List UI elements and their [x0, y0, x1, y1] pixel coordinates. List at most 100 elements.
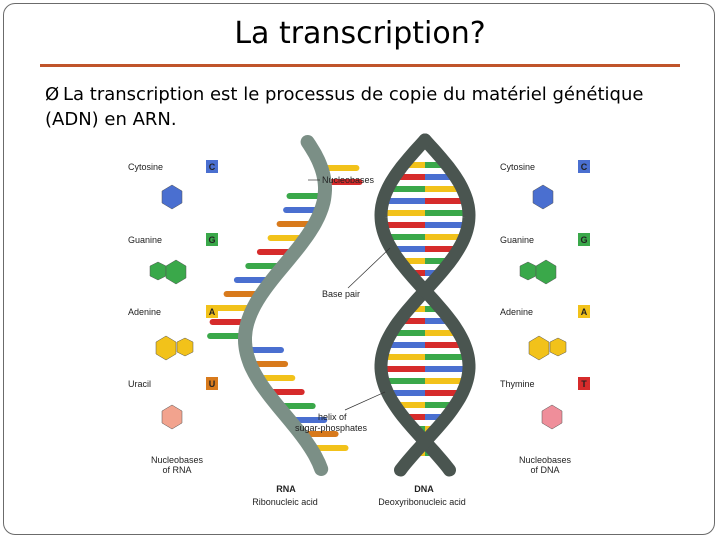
dna-base-half [425, 402, 456, 408]
dna-base-half [425, 318, 451, 324]
dna-base-half [381, 210, 425, 216]
left-item-letter-box [206, 160, 218, 173]
right-item-letter-box [578, 377, 590, 390]
dna-base-half [425, 414, 447, 420]
dna-base-half [425, 198, 467, 204]
callout-line [347, 247, 391, 289]
title-rule [40, 64, 680, 67]
right-item-letter-box [578, 305, 590, 318]
dna-backbone-strand [374, 133, 476, 477]
left-item-cytosine: Cytosine C [128, 160, 218, 210]
right-item-letter-box [578, 160, 590, 173]
dna-base-half [425, 222, 469, 228]
dna-base-half [391, 246, 425, 252]
adenine-ring-icon [155, 335, 177, 361]
dna-base-half [385, 234, 425, 240]
dna-base-half [425, 210, 469, 216]
rna-nucleobase [283, 207, 322, 213]
dna-double-helix [374, 133, 476, 477]
left-item-letter-box [206, 233, 218, 246]
base-pair-label: Base pair [322, 289, 360, 299]
rna-nucleobase [223, 291, 262, 297]
left-item-name: Guanine [128, 235, 162, 245]
nucleobases-label: Nucleobases [322, 175, 375, 185]
left-item-letter: G [208, 235, 215, 245]
dna-base-half [391, 330, 425, 336]
right-nucleobase-panel: Cytosine C Guanine G Adenine A Thymine T… [500, 160, 590, 475]
dna-subtitle: Deoxyribonucleic acid [378, 497, 466, 507]
left-item-name: Adenine [128, 307, 161, 317]
dna-backbone-strand [374, 133, 476, 477]
uracil-molecule-icon [161, 404, 183, 430]
callouts: Nucleobases Base pair helix of sugar-pho… [295, 175, 391, 433]
dna-base-pairs [381, 162, 469, 456]
rna-backbone [238, 135, 332, 476]
dna-base-half [425, 330, 459, 336]
adenine-ring-icon [549, 337, 567, 357]
dna-base-half [425, 174, 456, 180]
left-item-letter: U [209, 379, 216, 389]
dna-base-half [394, 402, 425, 408]
dna-base-half [425, 162, 447, 168]
left-item-letter-box [206, 305, 218, 318]
rna-nucleobase [209, 319, 248, 325]
adenine-ring-icon [176, 337, 194, 357]
dna-base-half [394, 174, 425, 180]
right-item-guanine: Guanine G [500, 233, 590, 285]
guanine-ring-icon [519, 261, 537, 281]
rna-sugar-phosphate-helix [238, 135, 332, 476]
right-item-cytosine: Cytosine C [500, 160, 590, 210]
left-item-guanine: Guanine G [128, 233, 218, 285]
guanine-ring-icon [535, 259, 557, 285]
rna-subtitle: Ribonucleic acid [252, 497, 318, 507]
guanine-ring-icon [165, 259, 187, 285]
dna-base-half [381, 222, 425, 228]
helix-label-line2: sugar-phosphates [295, 423, 368, 433]
right-panel-footer-line1: Nucleobases [519, 455, 572, 465]
right-item-letter: T [581, 379, 587, 389]
dna-base-half [425, 390, 463, 396]
left-item-uracil: Uracil U [128, 377, 218, 430]
helix-label-line1: helix of [318, 412, 347, 422]
dna-base-half [425, 246, 459, 252]
dna-base-half [425, 354, 469, 360]
dna-base-half [425, 258, 451, 264]
dna-base-half [403, 414, 425, 420]
dna-base-half [425, 378, 467, 384]
dna-base-half [381, 354, 425, 360]
dna-base-half [387, 186, 425, 192]
dna-base-half [425, 366, 469, 372]
left-nucleobase-panel: Cytosine C Guanine G Adenine A Uracil U … [128, 160, 218, 475]
right-item-letter: G [580, 235, 587, 245]
right-panel-footer-line2: of DNA [530, 465, 559, 475]
dna-base-half [425, 234, 465, 240]
cytosine-molecule-icon [161, 184, 183, 210]
cytosine-molecule-icon [532, 184, 554, 210]
rna-nucleobase [257, 375, 296, 381]
dna-base-half [403, 162, 425, 168]
left-item-letter-box [206, 377, 218, 390]
bullet-text: La transcription est le processus de cop… [45, 84, 644, 130]
rna-nucleobase [276, 221, 315, 227]
rna-nucleobase [207, 333, 246, 339]
rna-title: RNA [276, 484, 296, 494]
rna-nucleobase [324, 179, 363, 185]
callout-line [344, 391, 386, 411]
arrow-bullet-icon: Ø [45, 84, 60, 105]
left-item-letter: C [209, 162, 216, 172]
right-item-letter: C [581, 162, 588, 172]
adenine-ring-icon [528, 335, 550, 361]
right-item-letter-box [578, 233, 590, 246]
rna-nucleobase [286, 193, 325, 199]
rna-nucleobase [310, 445, 349, 451]
left-item-name: Cytosine [128, 162, 163, 172]
rna-nucleobase [321, 165, 360, 171]
left-item-adenine: Adenine A [128, 305, 218, 361]
dna-base-half [383, 198, 425, 204]
dna-base-half [425, 186, 463, 192]
slide-title: La transcription? [234, 16, 486, 51]
right-item-letter: A [581, 307, 588, 317]
right-item-name: Thymine [500, 379, 535, 389]
right-item-name: Guanine [500, 235, 534, 245]
